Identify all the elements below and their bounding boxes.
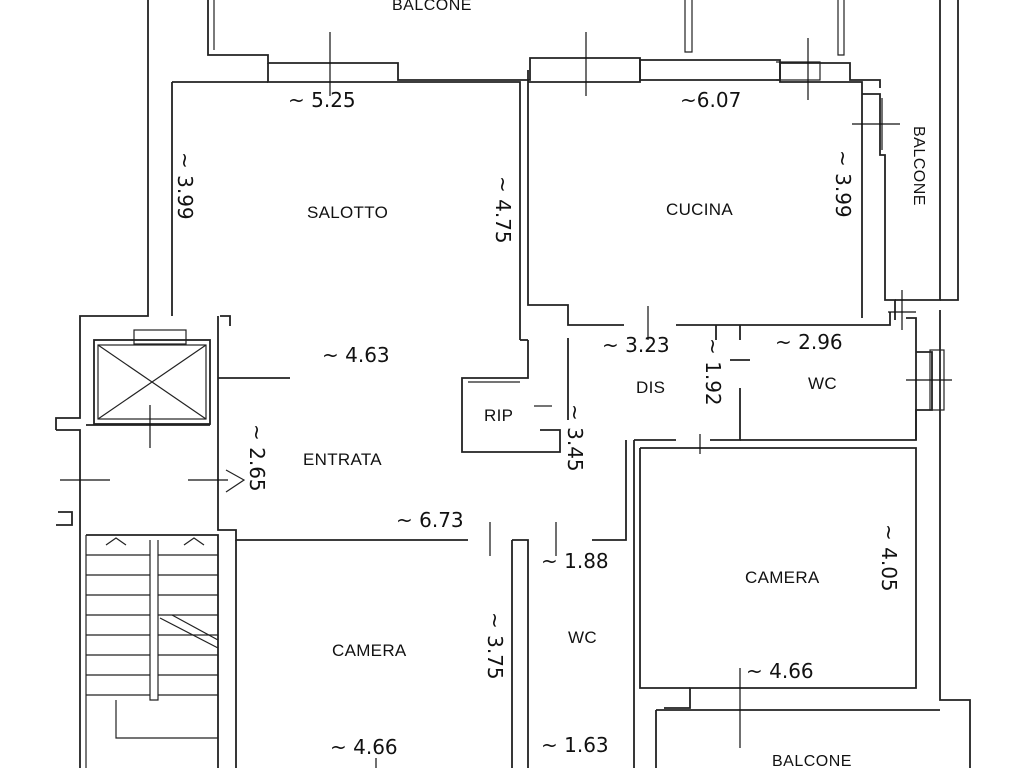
dim-entrata-small: ~ 2.65 [245,424,269,492]
rip-walls [461,338,569,453]
dim-wc-bottom-width: ~ 1.63 [541,733,609,757]
camera-right-walls [633,310,971,768]
dim-wc-bottom-height: ~ 3.75 [483,612,507,680]
room-labels: BALCONE BALCONE BALCONE SALOTTO CUCINA E… [303,0,927,768]
staircase [85,534,219,768]
label-balcone-right: BALCONE [910,126,927,206]
label-balcone-top: BALCONE [392,0,472,14]
tick-marks [60,32,952,768]
dim-cucina-height: ~ 3.99 [831,150,855,218]
dim-wc-right-width: ~ 2.96 [775,330,843,354]
label-camera-left: CAMERA [332,641,407,660]
wc-bottom-walls [235,440,627,768]
label-balcone-bottom: BALCONE [772,753,852,768]
label-entrata: ENTRATA [303,450,382,469]
entrata-walls [56,315,468,768]
dim-camera-left-width: ~ 4.66 [330,735,398,759]
dim-camera-right-width: ~ 4.66 [746,659,814,683]
label-camera-right: CAMERA [745,568,820,587]
salotto-walls [55,0,891,430]
label-wc-right: WC [808,374,837,393]
dim-dis-width: ~ 3.23 [602,333,670,357]
label-dis: DIS [636,378,665,397]
dim-dis-height: ~ 1.92 [701,338,725,406]
dim-salotto-height: ~ 3.99 [173,152,197,220]
dim-wc-bottom-top: ~ 1.88 [541,549,609,573]
label-salotto: SALOTTO [307,203,388,222]
cucina-walls [528,0,959,320]
dim-salotto-inner: ~ 4.75 [491,176,515,244]
balcony-top [207,0,881,88]
dim-camera-right-height: ~ 4.05 [877,524,901,592]
dim-entrata-width: ~ 4.63 [322,343,390,367]
dim-salotto-width: ~ 5.25 [288,88,356,112]
elevator-shaft [93,329,211,425]
dim-corridor-width: ~ 6.73 [396,508,464,532]
label-cucina: CUCINA [666,200,733,219]
label-wc-bottom: WC [568,628,597,647]
dim-rip-height: ~ 3.45 [563,404,587,472]
dim-cucina-width: ~6.07 [680,88,741,112]
label-rip: RIP [484,406,513,425]
dimension-labels: ~ 5.25 ~6.07 ~ 3.99 ~ 4.75 ~ 3.99 ~ 4.63… [173,88,901,759]
